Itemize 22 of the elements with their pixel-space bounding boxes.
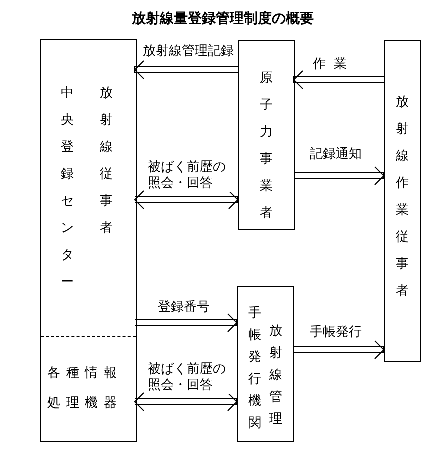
vertical-label: 放射線管理 [270, 323, 282, 429]
double-arrow [292, 340, 385, 360]
edge-label: 被ばく前歴の照会・回答 [148, 160, 232, 192]
organization-box [40, 39, 137, 442]
entity-box [238, 40, 295, 230]
vertical-label: 手帳発行機関 [248, 305, 262, 433]
entity-box [237, 286, 294, 442]
edge-label: 放射線管理記録 [143, 44, 235, 60]
double-arrow [134, 190, 239, 210]
diagram-title: 放射線量登録管理制度の概要 [130, 10, 315, 29]
double-arrow [134, 392, 238, 412]
double-arrow [293, 166, 385, 186]
entity-box [384, 40, 421, 362]
section-label: 各種情報処理機器 [48, 365, 124, 413]
double-arrow [293, 70, 385, 90]
double-arrow [134, 313, 238, 333]
vertical-label: 原子力事業者 [260, 70, 273, 223]
vertical-label: 放射線従事者 [100, 85, 113, 238]
vertical-label: 中央登録センター [61, 85, 74, 292]
double-arrow [134, 60, 239, 80]
vertical-label: 放射線作業従事者 [396, 94, 409, 301]
edge-label: 被ばく前歴の照会・回答 [148, 362, 232, 394]
